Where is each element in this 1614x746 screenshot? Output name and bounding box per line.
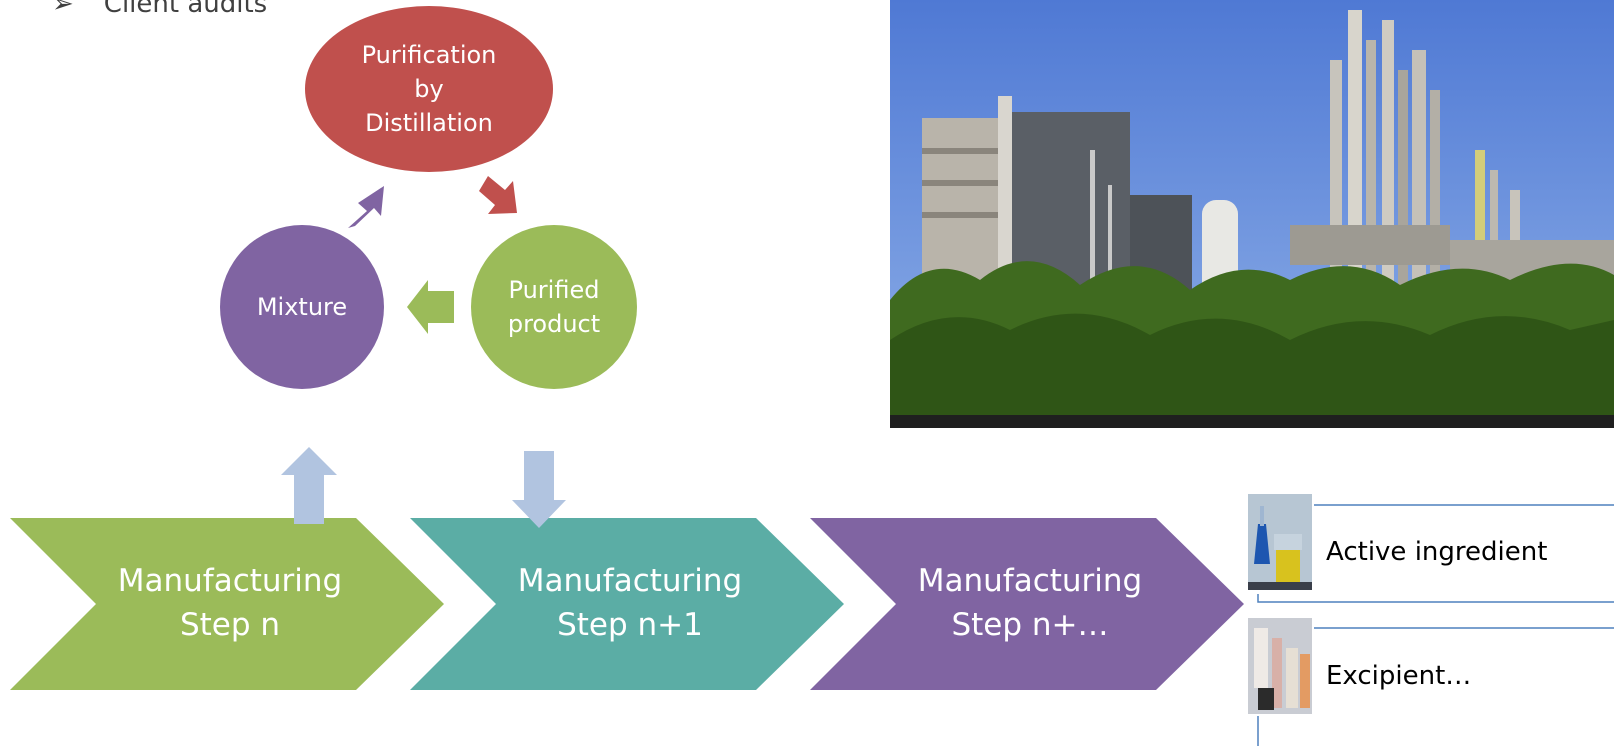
purification-line-2: by: [414, 75, 444, 103]
excipient-label: Excipient…: [1326, 661, 1472, 691]
step-n-line-2: Step n: [179, 607, 281, 643]
step-n-chevron: [10, 518, 444, 690]
step-n-line-1: Manufacturing: [117, 563, 343, 599]
step-n1-label: Manufacturing Step n+1: [460, 548, 800, 658]
down-connector-arrow: [512, 451, 566, 528]
bullet-item: ➢ Client audits: [52, 0, 267, 22]
purification-line-3: Distillation: [365, 109, 493, 137]
step-nx-label: Manufacturing Step n+…: [860, 548, 1200, 658]
purification-line-1: Purification: [361, 41, 497, 69]
purified-line-2: product: [507, 310, 601, 338]
bullet-text: Client audits: [103, 0, 268, 19]
purified-product-bubble: Purified product: [471, 225, 637, 389]
step-n1-line-1: Manufacturing: [517, 563, 743, 599]
active-ingredient-thumbnail: [1248, 494, 1312, 590]
purification-bubble: Purification by Distillation: [305, 6, 553, 172]
purified-to-mixture-arrow: [407, 280, 454, 334]
step-nx-chevron: [810, 518, 1244, 690]
purified-line-1: Purified: [508, 276, 600, 304]
purification-to-purified-arrow: [479, 176, 517, 214]
active-ingredient-label: Active ingredient: [1326, 537, 1548, 567]
step-nx-line-2: Step n+…: [951, 607, 1109, 643]
up-connector-arrow: [281, 447, 337, 524]
step-n1-line-2: Step n+1: [557, 607, 703, 643]
mixture-to-purification-arrow: [348, 186, 384, 228]
mixture-label: Mixture: [256, 293, 348, 321]
chemical-plant-photo: [890, 0, 1614, 428]
active-bracket-line: [1257, 594, 1614, 603]
bullet-arrow-icon: ➢: [52, 0, 74, 19]
step-n-label: Manufacturing Step n: [60, 548, 400, 658]
step-n1-chevron: [410, 518, 844, 690]
mixture-bubble: Mixture: [220, 225, 384, 389]
step-nx-line-1: Manufacturing: [917, 563, 1143, 599]
excipient-thumbnail: [1248, 618, 1312, 714]
